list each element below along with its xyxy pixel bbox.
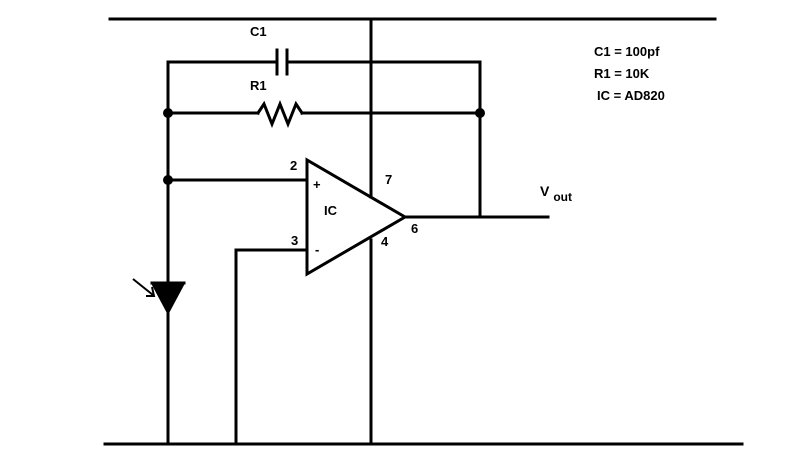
pin4-label: 4 bbox=[381, 234, 389, 249]
pin2-label: 2 bbox=[290, 158, 297, 173]
vout-subscript-text: out bbox=[553, 190, 572, 204]
opamp-triangle bbox=[305, 157, 408, 277]
pin3-label: 3 bbox=[291, 233, 298, 248]
ic-value-note: IC = AD820 bbox=[597, 88, 665, 103]
c1-label: C1 bbox=[250, 24, 267, 39]
pin7-label: 7 bbox=[385, 172, 392, 187]
pin3-input-wire bbox=[234, 248, 309, 446]
ic-label: IC bbox=[324, 203, 338, 218]
r1-value-note: R1 = 10K bbox=[594, 66, 650, 81]
vout-main-text: V bbox=[540, 183, 550, 199]
r1-zigzag bbox=[255, 99, 305, 129]
light-arrowhead-icon bbox=[146, 286, 156, 297]
junction-dot bbox=[475, 108, 485, 118]
light-arrow-icon bbox=[132, 278, 154, 296]
r1-label: R1 bbox=[250, 78, 267, 93]
pin6-label: 6 bbox=[411, 221, 418, 236]
minus-sign-label: - bbox=[315, 242, 319, 257]
photodiode-icon bbox=[150, 282, 186, 316]
plus-sign-label: + bbox=[313, 177, 321, 192]
junction-dot bbox=[163, 108, 173, 118]
c1-value-note: C1 = 100pf bbox=[594, 44, 660, 59]
